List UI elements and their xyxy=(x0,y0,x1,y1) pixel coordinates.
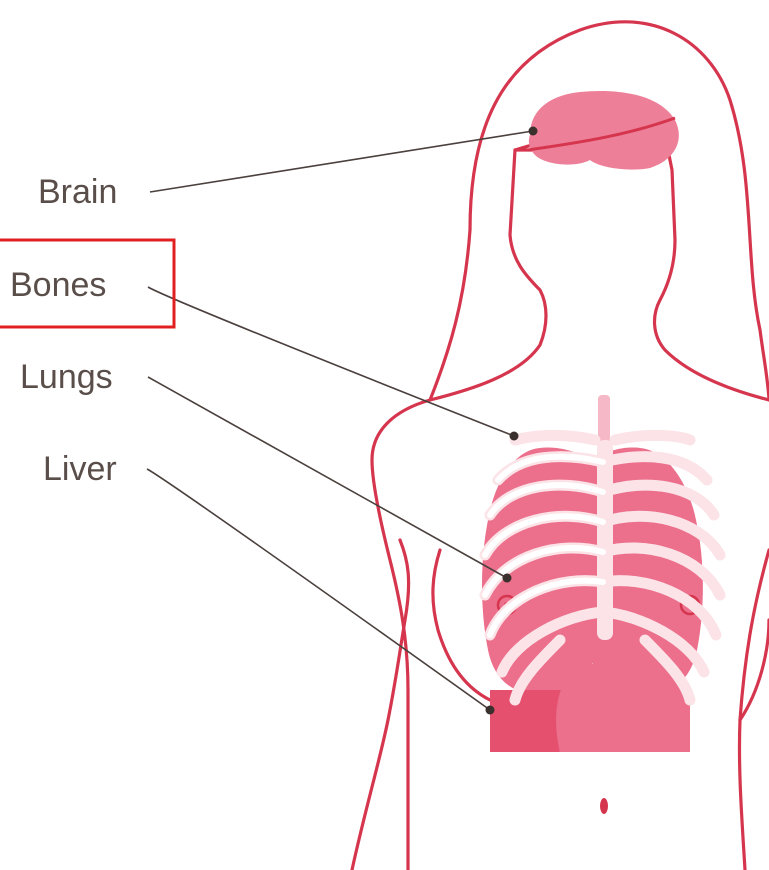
leader-lines xyxy=(147,127,538,715)
navel xyxy=(600,798,608,814)
label-brain: Brain xyxy=(38,173,117,211)
label-liver: Liver xyxy=(43,450,117,488)
brain-organ xyxy=(528,91,679,170)
label-lungs: Lungs xyxy=(20,358,113,396)
label-bones: Bones xyxy=(10,266,106,304)
